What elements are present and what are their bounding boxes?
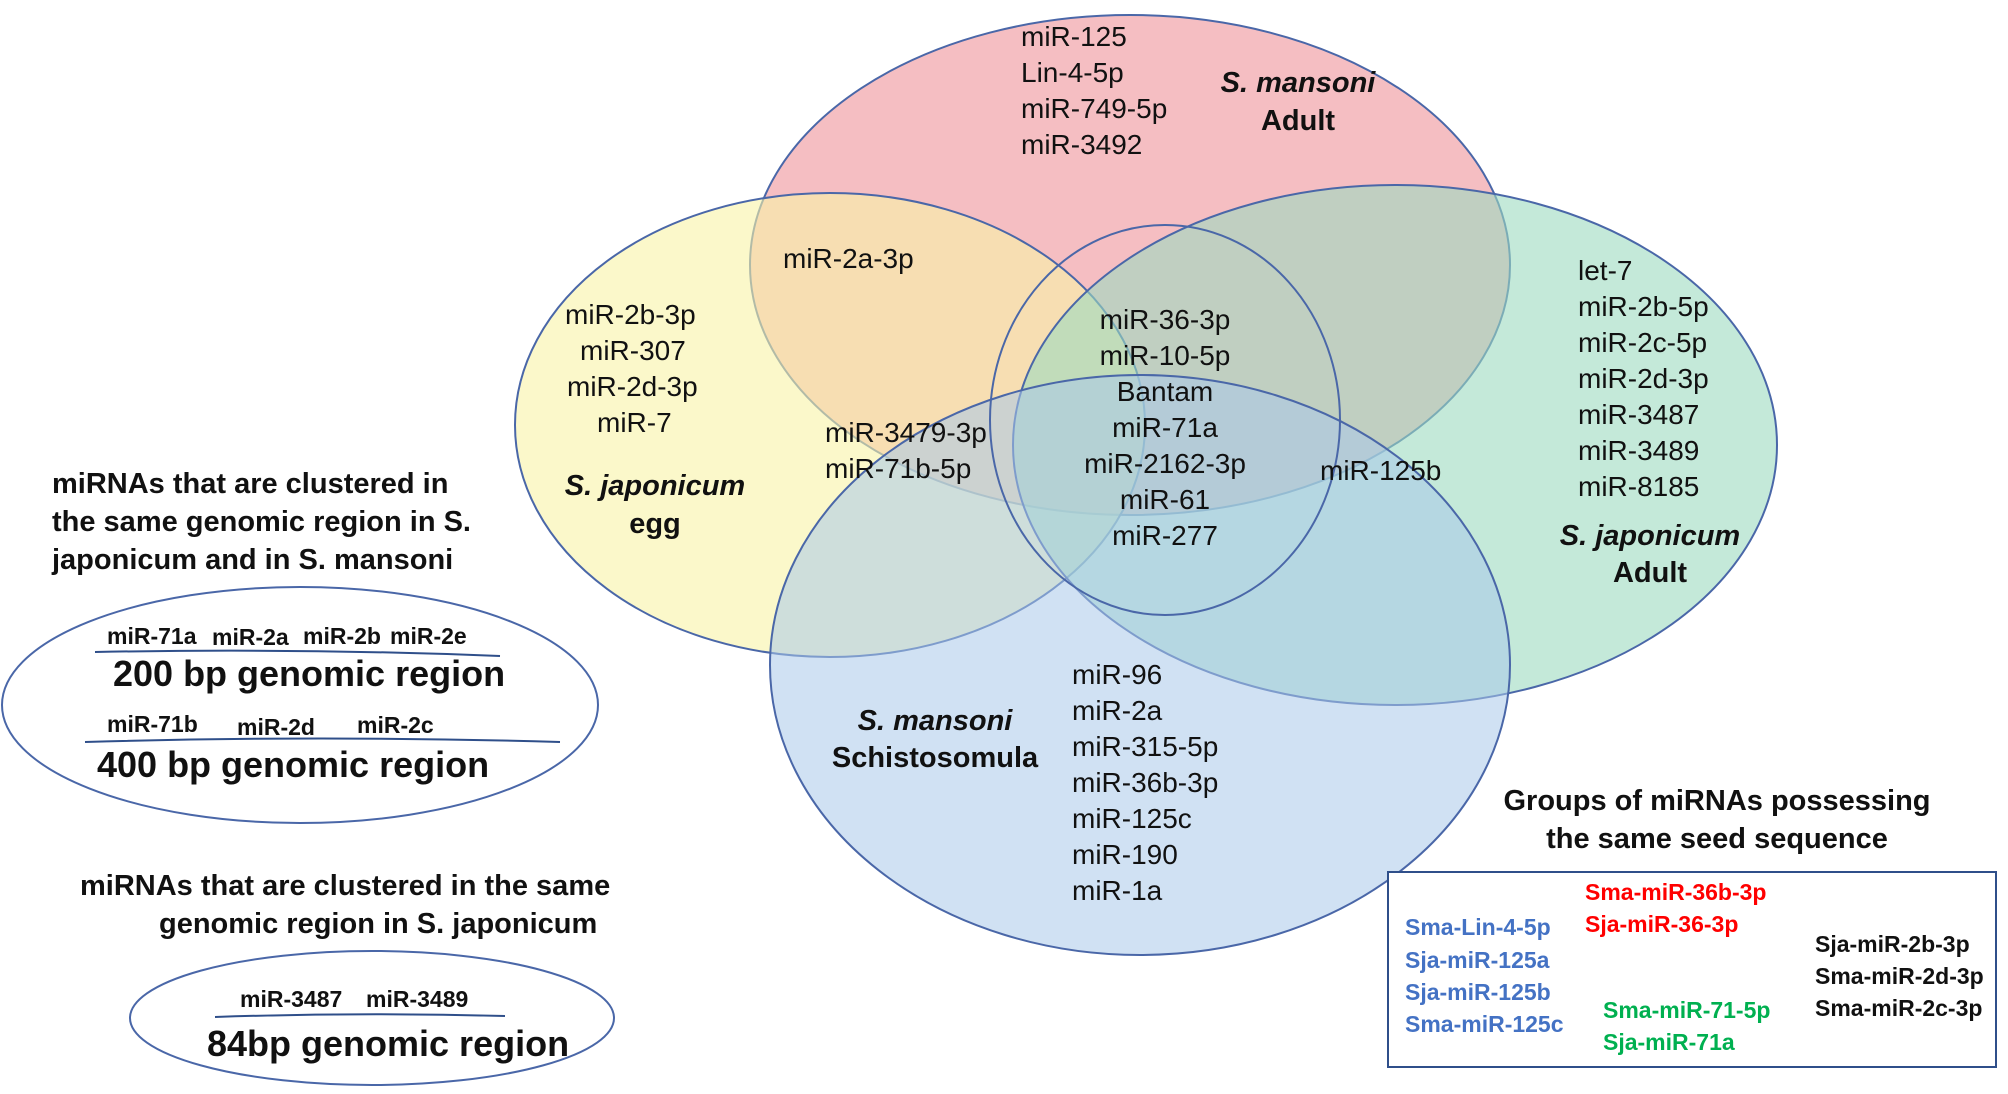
sm-schisto-species: S. mansoni (858, 705, 1014, 737)
cluster-both-heading: miRNAs that are clustered in the same ge… (51, 468, 471, 576)
sj-adult-list: let-7 miR-2b-5p miR-2c-5p miR-2d-3p miR-… (1578, 255, 1709, 502)
genomic-region-line (214, 1013, 506, 1018)
genomic-region-line (94, 649, 501, 657)
mirna-label: miR-277 (1112, 520, 1218, 551)
mirna-label: miR-10-5p (1100, 340, 1231, 371)
gene-label: miR-2e (390, 623, 467, 649)
mirna-label: miR-3487 (1578, 399, 1699, 430)
sm-adult-list: miR-125 Lin-4-5p miR-749-5p miR-3492 (1021, 21, 1167, 160)
seed-member: Sma-miR-125c (1405, 1011, 1564, 1037)
mirna-label: Lin-4-5p (1021, 57, 1124, 88)
sm-schisto-list: miR-96 miR-2a miR-315-5p miR-36b-3p miR-… (1072, 659, 1218, 906)
mirna-label: miR-7 (597, 407, 672, 438)
seed-groups-box (1387, 871, 1997, 1068)
seed-member: Sja-miR-125b (1405, 979, 1551, 1005)
mirna-label: miR-2d-3p (1578, 363, 1709, 394)
mirna-label: miR-2d-3p (567, 371, 698, 402)
seed-group-red: Sma-miR-36b-3p Sja-miR-36-3p (1585, 879, 1766, 937)
mirna-label: miR-36-3p (1100, 304, 1231, 335)
mirna-label: miR-125 (1021, 21, 1127, 52)
seed-member: Sma-Lin-4-5p (1405, 914, 1551, 940)
seed-member: Sma-miR-36b-3p (1585, 879, 1766, 905)
mirna-label: miR-36b-3p (1072, 767, 1218, 798)
region-label: 84bp genomic region (207, 1023, 569, 1064)
mirna-label: miR-2a-3p (783, 243, 914, 274)
seed-group-green: Sma-miR-71-5p Sja-miR-71a (1603, 997, 1770, 1055)
mirna-label: miR-96 (1072, 659, 1162, 690)
mirna-label: miR-3492 (1021, 129, 1142, 160)
mirna-label: miR-125b (1320, 455, 1441, 486)
cluster-both-row2: miR-71b miR-2d miR-2c 400 bp genomic reg… (84, 711, 561, 785)
mirna-label: miR-2c-5p (1578, 327, 1707, 358)
region-label: 400 bp genomic region (97, 744, 489, 785)
sj-egg-species: S. japonicum (565, 470, 745, 502)
gene-label: miR-2b (303, 623, 381, 649)
venn-ellipses (514, 14, 1778, 956)
mirna-label: miR-2b-5p (1578, 291, 1709, 322)
mirna-label: miR-2a (1072, 695, 1163, 726)
center-outline (989, 224, 1341, 616)
heading-line: the same seed sequence (1546, 823, 1888, 855)
cluster-sj-heading: miRNAs that are clustered in the same ge… (80, 870, 610, 940)
cluster-both-ellipse (1, 586, 599, 824)
seed-member: Sja-miR-125a (1405, 947, 1550, 973)
heading-line: the same genomic region in S. (52, 506, 471, 538)
seed-member: Sma-miR-2c-3p (1815, 995, 1982, 1021)
sj-adult-species: S. japonicum (1560, 520, 1740, 552)
center-list: miR-36-3p miR-10-5p Bantam miR-71a miR-2… (1084, 304, 1246, 551)
sj-egg-stage: egg (629, 508, 681, 540)
mirna-label: miR-315-5p (1072, 731, 1218, 762)
seed-groups-heading: Groups of miRNAs possessing the same see… (1503, 785, 1930, 855)
ellipse-sm-schistosomula (769, 374, 1511, 956)
genomic-region-line (84, 737, 561, 743)
sm-adult-species: S. mansoni (1221, 67, 1377, 99)
seed-member: Sja-miR-2b-3p (1815, 931, 1970, 957)
cluster-sj-ellipse (129, 950, 615, 1086)
mirna-label: let-7 (1578, 255, 1632, 286)
heading-line: miRNAs that are clustered in (52, 468, 448, 500)
seed-member: Sma-miR-2d-3p (1815, 963, 1984, 989)
gene-label: miR-71b (107, 711, 198, 737)
cluster-both-row1: miR-71a miR-2a miR-2b miR-2e 200 bp geno… (94, 623, 505, 694)
mirna-label: miR-8185 (1578, 471, 1699, 502)
seed-member: Sja-miR-36-3p (1585, 911, 1738, 937)
region-label: 200 bp genomic region (113, 653, 505, 694)
heading-line: Groups of miRNAs possessing (1503, 785, 1930, 817)
mirna-label: miR-71a (1112, 412, 1218, 443)
seed-group-black: Sja-miR-2b-3p Sma-miR-2d-3p Sma-miR-2c-3… (1815, 931, 1984, 1021)
mirna-label: miR-1a (1072, 875, 1163, 906)
heading-line: genomic region in S. japonicum (159, 908, 597, 940)
sm-adult-stage: Adult (1261, 105, 1335, 137)
mirna-label: miR-3489 (1578, 435, 1699, 466)
mirna-label: miR-2b-3p (565, 299, 696, 330)
mirna-label: Bantam (1117, 376, 1214, 407)
mirna-label: miR-307 (580, 335, 686, 366)
gene-label: miR-2c (357, 712, 434, 738)
gene-label: miR-3487 (240, 986, 342, 1012)
gene-label: miR-2d (237, 714, 315, 740)
mirna-label: miR-71b-5p (825, 453, 971, 484)
heading-line: miRNAs that are clustered in the same (80, 870, 610, 902)
sj-adult-stage: Adult (1613, 557, 1687, 589)
mirna-label: miR-61 (1120, 484, 1210, 515)
sj-egg-list: miR-2b-3p miR-307 miR-2d-3p miR-7 (565, 299, 698, 438)
mirna-label: miR-3479-3p (825, 417, 987, 448)
gene-label: miR-2a (212, 624, 289, 650)
gene-label: miR-71a (107, 623, 197, 649)
mirna-label: miR-125c (1072, 803, 1192, 834)
gene-label: miR-3489 (366, 986, 468, 1012)
mirna-label: miR-190 (1072, 839, 1178, 870)
sm-schisto-stage: Schistosomula (832, 742, 1039, 774)
seed-group-blue: Sma-Lin-4-5p Sja-miR-125a Sja-miR-125b S… (1405, 914, 1564, 1037)
seed-member: Sma-miR-71-5p (1603, 997, 1770, 1023)
seed-member: Sja-miR-71a (1603, 1029, 1735, 1055)
mirna-label: miR-749-5p (1021, 93, 1167, 124)
mirna-label: miR-2162-3p (1084, 448, 1246, 479)
heading-line: japonicum and in S. mansoni (51, 544, 453, 576)
